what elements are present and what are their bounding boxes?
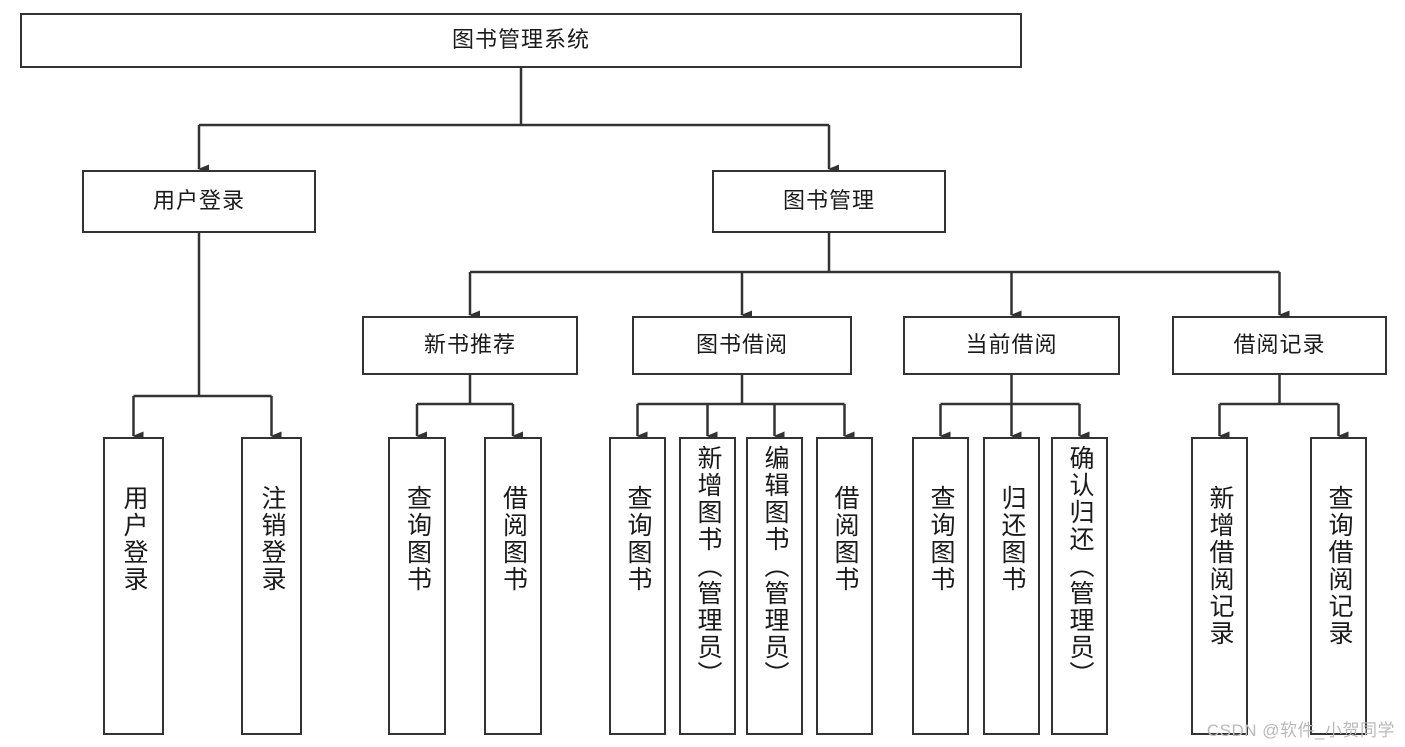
node-label: 新增借阅记录	[1206, 485, 1234, 647]
node-label: 借阅记录	[1233, 332, 1326, 358]
node-label: 用户登录	[120, 485, 148, 593]
node-label: 图书管理系统	[451, 27, 590, 53]
node-leaf-query-book-3[interactable]: 查询图书	[912, 437, 969, 735]
node-leaf-query-book-1[interactable]: 查询图书	[388, 437, 446, 735]
node-label: 借阅图书	[499, 485, 528, 593]
node-label: 确认归还（管理员）	[1066, 445, 1094, 688]
node-borrow[interactable]: 图书借阅	[632, 316, 852, 375]
node-current[interactable]: 当前借阅	[903, 316, 1120, 375]
node-label: 新增图书（管理员）	[694, 445, 722, 688]
node-label: 查询借阅记录	[1325, 485, 1353, 647]
node-leaf-query-book-2[interactable]: 查询图书	[609, 437, 666, 735]
node-bookmgmt[interactable]: 图书管理	[712, 170, 946, 233]
node-label: 图书管理	[782, 188, 875, 214]
node-label: 归还图书	[998, 485, 1026, 593]
node-newbook[interactable]: 新书推荐	[362, 316, 578, 375]
node-label: 用户登录	[152, 188, 245, 214]
node-login[interactable]: 用户登录	[82, 170, 316, 233]
node-leaf-borrow-book-2[interactable]: 借阅图书	[816, 437, 873, 735]
node-leaf-add-book[interactable]: 新增图书（管理员）	[679, 437, 736, 735]
node-label: 注销登录	[258, 485, 286, 593]
node-leaf-return-book[interactable]: 归还图书	[983, 437, 1040, 735]
node-leaf-edit-book[interactable]: 编辑图书（管理员）	[746, 437, 803, 735]
node-label: 新书推荐	[423, 332, 516, 358]
node-label: 当前借阅	[965, 332, 1058, 358]
node-leaf-borrow-book-1[interactable]: 借阅图书	[484, 437, 542, 735]
node-record[interactable]: 借阅记录	[1172, 316, 1387, 375]
node-leaf-user-logout[interactable]: 注销登录	[241, 437, 302, 735]
node-label: 借阅图书	[831, 485, 859, 593]
node-leaf-query-record[interactable]: 查询借阅记录	[1310, 437, 1367, 735]
node-root[interactable]: 图书管理系统	[20, 13, 1022, 68]
node-label: 查询图书	[403, 485, 432, 593]
node-leaf-confirm-return[interactable]: 确认归还（管理员）	[1051, 437, 1108, 735]
node-label: 图书借阅	[695, 332, 788, 358]
node-label: 编辑图书（管理员）	[761, 445, 789, 688]
node-label: 查询图书	[624, 485, 652, 593]
node-label: 查询图书	[927, 485, 955, 593]
watermark-text: CSDN @软件_小贺同学	[1206, 721, 1395, 740]
node-leaf-add-record[interactable]: 新增借阅记录	[1191, 437, 1248, 735]
node-leaf-user-login[interactable]: 用户登录	[103, 437, 164, 735]
